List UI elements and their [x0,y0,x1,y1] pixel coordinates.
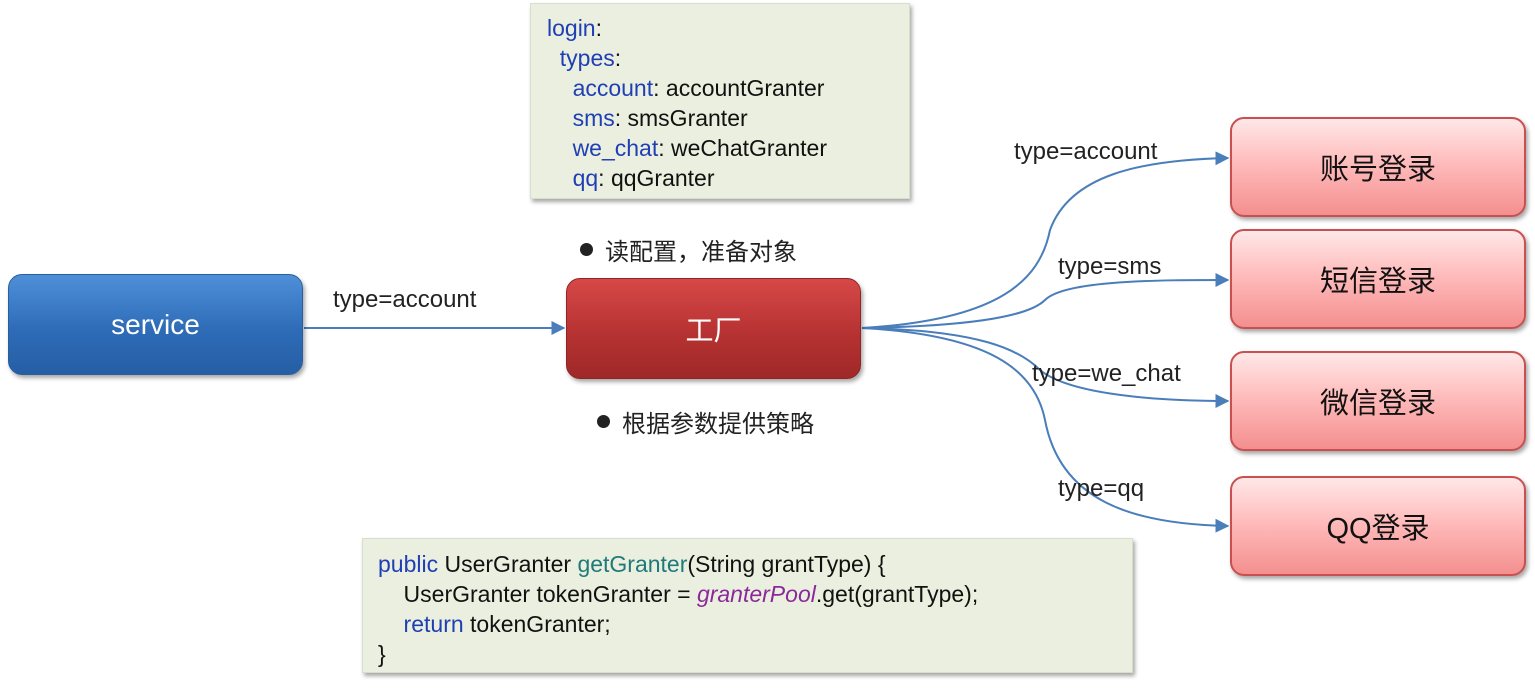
config-sep: : [598,165,611,191]
arrow-to-qq [861,327,1230,533]
config-line: we_chat: weChatGranter [547,133,909,163]
edge-label-sms: type=sms [1058,253,1162,280]
sms-login-label: 短信登录 [1319,266,1436,298]
bullet-icon [580,243,593,256]
config-value: qqGranter [610,165,715,191]
code-text: (String grantType) { [687,551,886,577]
config-line: login: [547,13,909,43]
code-line: return tokenGranter; [378,609,1132,639]
note-text: 根据参数提供策略 [622,411,814,438]
account-login-label: 账号登录 [1319,154,1436,186]
note-read-config: 读配置，准备对象 [580,232,797,267]
code-line: } [378,639,1132,669]
config-line: qq: qqGranter [547,163,909,193]
config-line: types: [547,43,909,73]
wechat-login-label: 微信登录 [1319,388,1436,420]
config-key: qq [572,165,599,191]
code-keyword: public [378,551,439,577]
code-field: granterPool [696,581,816,607]
code-text: .get(grantType); [815,581,979,607]
code-text: } [378,641,386,667]
config-key: types [559,45,615,71]
code-line: public UserGranter getGranter(String gra… [378,549,1132,579]
config-key: account [572,75,654,101]
edge-label-qq: type=qq [1058,475,1145,502]
service-label: service [111,308,200,340]
config-key: we_chat [572,135,659,161]
sms-login-node: 短信登录 [1230,229,1526,329]
config-sep: : [653,75,666,101]
account-login-node: 账号登录 [1230,117,1526,217]
config-sep: : [614,105,628,131]
config-sep: : [595,15,602,41]
service-node: service [8,274,303,375]
config-sep: : [658,135,672,161]
note-provide-strategy: 根据参数提供策略 [597,404,814,439]
config-key: login [547,15,596,41]
note-text: 读配置，准备对象 [605,239,797,266]
config-key: sms [572,105,615,131]
config-line: sms: smsGranter [547,103,909,133]
code-text: tokenGranter; [463,611,611,637]
code-snippet-box: public UserGranter getGranter(String gra… [362,538,1133,673]
code-text: UserGranter [438,551,578,577]
wechat-login-node: 微信登录 [1230,351,1526,451]
arrow-to-sms [861,273,1230,329]
code-function-name: getGranter [577,551,688,577]
edge-label-service-factory: type=account [333,286,477,313]
config-line: account: accountGranter [547,73,909,103]
config-value: accountGranter [665,75,825,101]
code-keyword: return [378,611,464,637]
config-sep: : [614,45,622,71]
config-yaml-box: login: types: account: accountGranter sm… [530,3,910,199]
edge-label-account: type=account [1014,138,1158,165]
bullet-icon [597,415,610,428]
factory-node: 工厂 [566,278,861,379]
code-text: UserGranter tokenGranter = [378,581,697,607]
config-value: smsGranter [627,105,748,131]
arrow-to-wechat [861,327,1230,408]
qq-login-node: QQ登录 [1230,476,1526,576]
config-value: weChatGranter [671,135,827,161]
edge-label-wechat: type=we_chat [1032,360,1181,387]
arrow-to-account [861,151,1230,329]
factory-label: 工厂 [685,314,742,346]
qq-login-label: QQ登录 [1326,513,1430,545]
code-line: UserGranter tokenGranter = granterPool.g… [378,579,1132,609]
